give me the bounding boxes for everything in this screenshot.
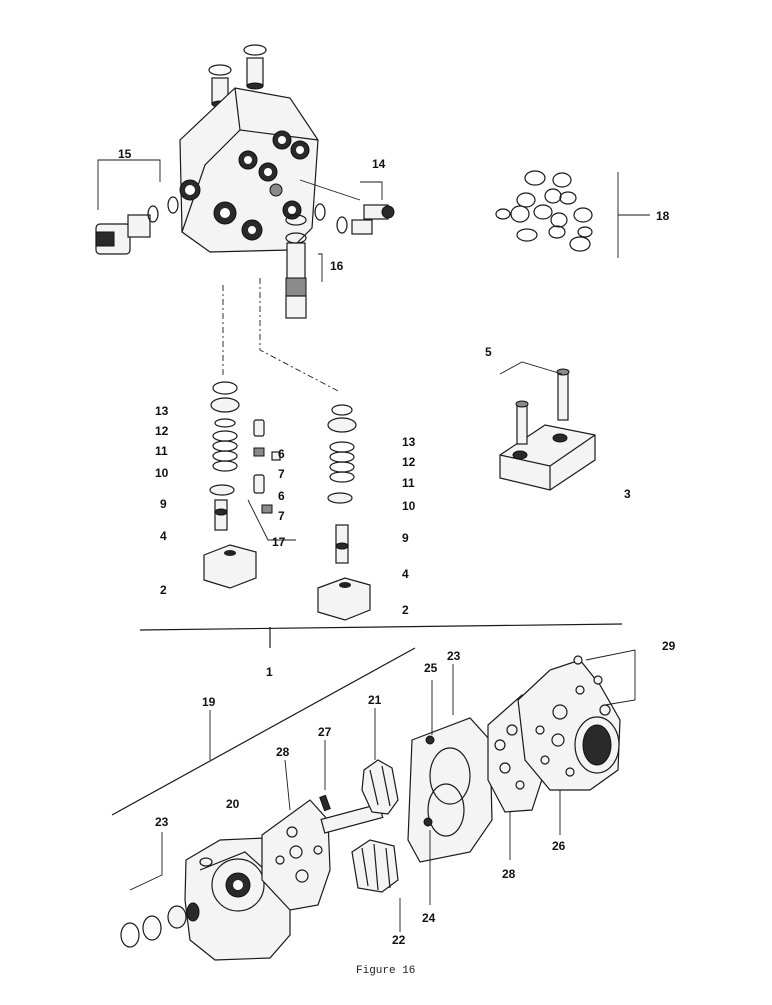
plugs-14 bbox=[299, 179, 395, 235]
spool-stack-right bbox=[317, 404, 371, 621]
drive-gear-21 bbox=[320, 708, 399, 834]
callout-14: 14 bbox=[372, 157, 386, 171]
callout-4-left: 4 bbox=[160, 529, 167, 543]
callout-12-right: 12 bbox=[402, 455, 416, 469]
callout-24: 24 bbox=[422, 911, 436, 925]
callout-20: 20 bbox=[226, 797, 240, 811]
callout-29: 29 bbox=[662, 639, 676, 653]
valve-body bbox=[179, 44, 319, 253]
callout-28-right: 28 bbox=[502, 867, 516, 881]
callout-11-right: 11 bbox=[402, 476, 415, 490]
callout-18: 18 bbox=[656, 209, 670, 223]
callout-22: 22 bbox=[392, 933, 406, 947]
washers-29 bbox=[573, 649, 636, 706]
callout-6b: 6 bbox=[278, 489, 285, 503]
callout-2-right: 2 bbox=[402, 603, 409, 617]
callout-26: 26 bbox=[552, 839, 566, 853]
spool-stack-left bbox=[203, 381, 257, 589]
callout-6: 6 bbox=[278, 447, 285, 461]
detent-parts-center bbox=[247, 419, 296, 541]
callout-27: 27 bbox=[318, 725, 332, 739]
callout-labels: 15 14 18 16 5 3 13 12 11 10 9 4 2 6 7 6 … bbox=[118, 147, 676, 947]
callout-25: 25 bbox=[424, 661, 438, 675]
wear-plate-28-left bbox=[261, 759, 331, 911]
callout-15: 15 bbox=[118, 147, 132, 161]
callout-21: 21 bbox=[368, 693, 382, 707]
rear-housing-26 bbox=[517, 659, 621, 835]
gear-housing bbox=[407, 664, 493, 905]
callout-17: 17 bbox=[272, 535, 286, 549]
callout-5: 5 bbox=[485, 345, 492, 359]
callout-13-right: 13 bbox=[402, 435, 416, 449]
callout-23-top: 23 bbox=[447, 649, 461, 663]
relief-valve-15 bbox=[95, 159, 179, 255]
callout-1: 1 bbox=[266, 665, 273, 679]
callout-7b: 7 bbox=[278, 509, 285, 523]
callout-11-left: 11 bbox=[155, 444, 168, 458]
callout-23-left: 23 bbox=[155, 815, 169, 829]
driven-gear-22 bbox=[351, 839, 401, 932]
shaft-seals-23 bbox=[120, 832, 200, 948]
callout-19: 19 bbox=[202, 695, 216, 709]
callout-7: 7 bbox=[278, 467, 285, 481]
callout-10-left: 10 bbox=[155, 466, 169, 480]
callout-16: 16 bbox=[330, 259, 344, 273]
callout-9-right: 9 bbox=[402, 531, 409, 545]
figure-caption: Figure 16 bbox=[356, 965, 415, 977]
callout-2-left: 2 bbox=[160, 583, 167, 597]
callout-4-right: 4 bbox=[402, 567, 409, 581]
callout-10-right: 10 bbox=[402, 499, 416, 513]
callout-13-left: 13 bbox=[155, 404, 169, 418]
callout-28-left: 28 bbox=[276, 745, 290, 759]
callout-12-left: 12 bbox=[155, 424, 169, 438]
o-ring-kit-18 bbox=[495, 170, 650, 258]
callout-9-left: 9 bbox=[160, 497, 167, 511]
check-valve-16 bbox=[285, 214, 323, 319]
side-block-3 bbox=[499, 361, 596, 491]
callout-3: 3 bbox=[624, 487, 631, 501]
